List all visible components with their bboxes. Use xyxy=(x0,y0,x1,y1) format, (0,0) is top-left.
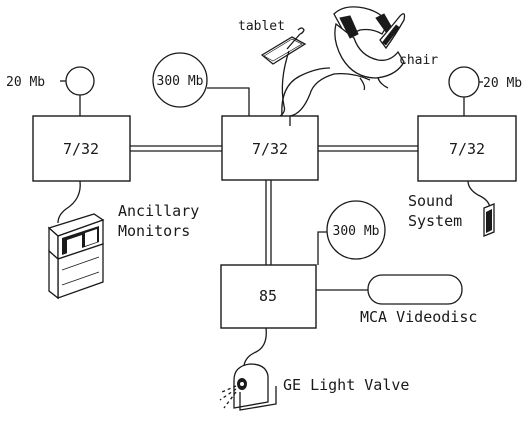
processor-left-label: 7/32 xyxy=(63,140,99,158)
ancillary-label-line2: Monitors xyxy=(118,222,190,240)
disk-center-label: 300 Mb xyxy=(157,74,204,89)
processor-center: 7/32 xyxy=(222,116,318,180)
disk-right-label: 20 Mb xyxy=(483,76,522,91)
chair-cable xyxy=(282,68,330,116)
processor-center-label: 7/32 xyxy=(252,140,288,158)
processor-left: 7/32 xyxy=(33,116,130,181)
tablet-device: tablet xyxy=(238,19,305,116)
processor-right: 7/32 xyxy=(418,116,516,181)
disk-left: 20 Mb xyxy=(6,67,94,116)
light-valve-label: GE Light Valve xyxy=(283,376,409,394)
disk-center: 300 Mb xyxy=(153,53,249,116)
processor-right-label: 7/32 xyxy=(449,140,485,158)
sound-label-line1: Sound xyxy=(408,192,453,210)
sound-system: Sound System xyxy=(408,181,494,236)
chair-device: chair xyxy=(290,7,438,126)
processor-graphics: 85 xyxy=(221,265,316,328)
disk-graphics: 300 Mb xyxy=(318,201,385,265)
disk-graphics-label: 300 Mb xyxy=(333,224,380,239)
disk-right: 20 Mb xyxy=(449,67,522,116)
disk-left-label: 20 Mb xyxy=(6,75,45,90)
tablet-label: tablet xyxy=(238,19,285,34)
mca-videodisc: MCA Videodisc xyxy=(316,275,477,326)
videodisc-label: MCA Videodisc xyxy=(360,308,477,326)
sound-label-line2: System xyxy=(408,212,462,230)
chair-label: chair xyxy=(399,53,438,68)
ge-light-valve: GE Light Valve xyxy=(220,328,409,410)
ancillary-monitors: Ancillary Monitors xyxy=(49,181,199,298)
ancillary-label-line1: Ancillary xyxy=(118,202,199,220)
processor-graphics-label: 85 xyxy=(259,287,277,305)
